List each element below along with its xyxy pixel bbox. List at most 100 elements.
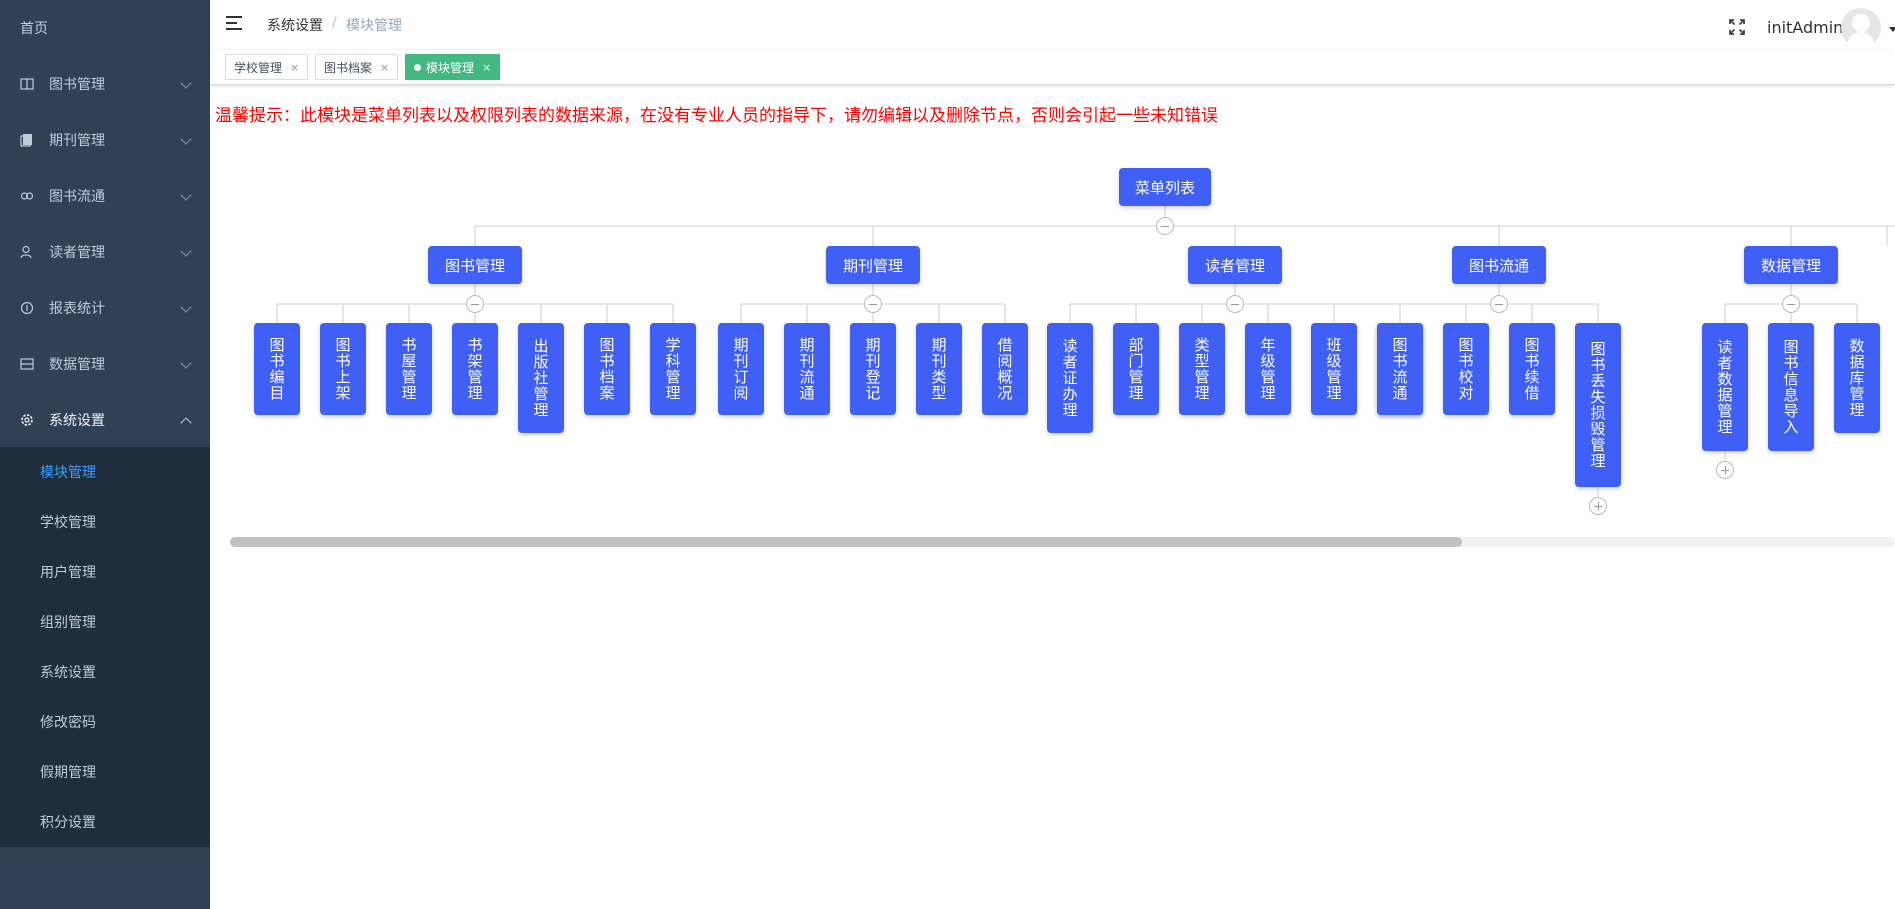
tag-label: 模块管理 [426, 60, 475, 75]
tree-leaf-node[interactable]: 图书丢失损毁管理 [1575, 323, 1621, 487]
tree-leaf-node[interactable]: 读者数据管理 [1702, 323, 1748, 451]
sidebar-item-reports[interactable]: 报表统计 [0, 280, 210, 336]
scrollbar-thumb[interactable] [230, 537, 1463, 547]
expand-node-icon[interactable] [1716, 461, 1734, 479]
chevron-down-icon [180, 357, 192, 369]
chevron-down-icon [180, 245, 192, 257]
sidebar-item-home[interactable]: 首页 [0, 0, 210, 56]
tree-leaf-node[interactable]: 类型管理 [1179, 323, 1225, 415]
tags-view: 学校管理 × 图书档案 × 模块管理 × [210, 50, 1895, 85]
tree-leaf-node[interactable]: 期刊流通 [784, 323, 830, 415]
close-icon[interactable]: × [482, 60, 492, 74]
sidebar-item-label: 图书管理 [49, 77, 105, 93]
tree-leaf-node[interactable]: 期刊类型 [916, 323, 962, 415]
caret-down-icon[interactable] [1889, 27, 1895, 32]
tree-leaf-node[interactable]: 图书编目 [254, 323, 300, 415]
sidebar-item-book-management[interactable]: 图书管理 [0, 56, 210, 112]
sidebar-item-label: 报表统计 [49, 301, 105, 317]
tree-leaf-node[interactable]: 书屋管理 [386, 323, 432, 415]
collapse-node-icon[interactable] [466, 295, 484, 313]
tag-label: 学校管理 [234, 60, 283, 75]
submenu-item-label: 系统设置 [40, 665, 96, 681]
tree-root-node[interactable]: 菜单列表 [1119, 168, 1211, 206]
tree-group-node[interactable]: 期刊管理 [826, 246, 920, 284]
tree-leaf-node[interactable]: 图书续借 [1509, 323, 1555, 415]
tag-book-archive[interactable]: 图书档案 × [315, 54, 399, 80]
sidebar-item-label: 系统设置 [49, 413, 105, 429]
sidebar-item-label: 图书流通 [49, 189, 105, 205]
sidebar-item-label: 读者管理 [49, 245, 105, 261]
submenu-item-school-management[interactable]: 学校管理 [0, 497, 210, 547]
sidebar-item-system-settings[interactable]: 系统设置 [0, 392, 210, 448]
active-dot-icon [414, 63, 421, 71]
tree-leaf-node[interactable]: 图书档案 [584, 323, 630, 415]
tag-module-management[interactable]: 模块管理 × [405, 54, 501, 80]
collapse-node-icon[interactable] [1156, 217, 1174, 235]
collapse-node-icon[interactable] [1782, 295, 1800, 313]
username[interactable]: initAdmin [1767, 18, 1844, 37]
breadcrumb-item[interactable]: 系统设置 [267, 18, 323, 34]
journal-icon [20, 133, 34, 147]
chevron-down-icon [180, 77, 192, 89]
horizontal-scrollbar[interactable] [230, 537, 1895, 547]
sidebar-item-circulation[interactable]: 图书流通 [0, 168, 210, 224]
submenu-item-holiday-management[interactable]: 假期管理 [0, 747, 210, 797]
tree-group-node[interactable]: 读者管理 [1188, 246, 1282, 284]
sidebar-submenu: 模块管理 学校管理 用户管理 组别管理 系统设置 修改密码 假期管理 积分设置 [0, 447, 210, 847]
tree-leaf-node[interactable]: 数据库管理 [1834, 323, 1880, 433]
sidebar-item-label: 数据管理 [49, 357, 105, 373]
submenu-item-label: 模块管理 [40, 465, 96, 481]
submenu-item-label: 积分设置 [40, 815, 96, 831]
chevron-up-icon [180, 417, 192, 429]
menu-tree: 图书编目图书上架书屋管理书架管理出版社管理图书档案学科管理 图书管理期刊订阅期刊流… [225, 160, 1895, 520]
tree-leaf-node[interactable]: 班级管理 [1311, 323, 1357, 415]
sidebar-item-data-management[interactable]: 数据管理 [0, 336, 210, 392]
submenu-item-change-password[interactable]: 修改密码 [0, 697, 210, 747]
chevron-down-icon [180, 301, 192, 313]
submenu-item-module-management[interactable]: 模块管理 [0, 447, 210, 497]
tree-leaf-node[interactable]: 读者证办理 [1047, 323, 1093, 433]
tree-leaf-node[interactable]: 图书校对 [1443, 323, 1489, 415]
tree-group-node[interactable]: 图书管理 [428, 246, 522, 284]
avatar[interactable] [1841, 8, 1881, 48]
tree-leaf-node[interactable]: 图书信息导入 [1768, 323, 1814, 451]
tree-leaf-node[interactable]: 学科管理 [650, 323, 696, 415]
submenu-item-points-settings[interactable]: 积分设置 [0, 797, 210, 847]
tree-leaf-node[interactable]: 期刊登记 [850, 323, 896, 415]
close-icon[interactable]: × [380, 60, 390, 74]
link-icon [20, 189, 34, 203]
expand-node-icon[interactable] [1589, 497, 1607, 515]
report-icon [20, 301, 34, 315]
collapse-node-icon[interactable] [1226, 295, 1244, 313]
collapse-node-icon[interactable] [1490, 295, 1508, 313]
sidebar-item-journal-management[interactable]: 期刊管理 [0, 112, 210, 168]
database-icon [20, 357, 34, 371]
tree-leaf-node[interactable]: 借阅概况 [982, 323, 1028, 415]
tree-leaf-node[interactable]: 期刊订阅 [718, 323, 764, 415]
fullscreen-icon[interactable] [1729, 19, 1745, 35]
tree-group-node[interactable]: 数据管理 [1744, 246, 1838, 284]
submenu-item-label: 修改密码 [40, 715, 96, 731]
submenu-item-system-settings[interactable]: 系统设置 [0, 647, 210, 697]
chevron-down-icon [180, 133, 192, 145]
hamburger-icon[interactable] [226, 16, 242, 30]
breadcrumb-current: 模块管理 [346, 18, 402, 34]
sidebar-item-reader-management[interactable]: 读者管理 [0, 224, 210, 280]
tree-leaf-node[interactable]: 图书上架 [320, 323, 366, 415]
collapse-node-icon[interactable] [864, 295, 882, 313]
submenu-item-label: 假期管理 [40, 765, 96, 781]
tree-leaf-node[interactable]: 出版社管理 [518, 323, 564, 433]
tag-school-management[interactable]: 学校管理 × [225, 54, 309, 80]
sidebar-item-label: 期刊管理 [49, 133, 105, 149]
tree-leaf-node[interactable]: 书架管理 [452, 323, 498, 415]
tree-leaf-node[interactable]: 年级管理 [1245, 323, 1291, 415]
gear-icon [20, 413, 34, 427]
tree-leaf-node[interactable]: 图书流通 [1377, 323, 1423, 415]
tree-leaf-node[interactable]: 部门管理 [1113, 323, 1159, 415]
submenu-item-user-management[interactable]: 用户管理 [0, 547, 210, 597]
navbar: 系统设置 / 模块管理 initAdmin [210, 0, 1895, 50]
close-icon[interactable]: × [290, 60, 300, 74]
tree-group-node[interactable]: 图书流通 [1452, 246, 1546, 284]
submenu-item-group-management[interactable]: 组别管理 [0, 597, 210, 647]
submenu-item-label: 组别管理 [40, 615, 96, 631]
